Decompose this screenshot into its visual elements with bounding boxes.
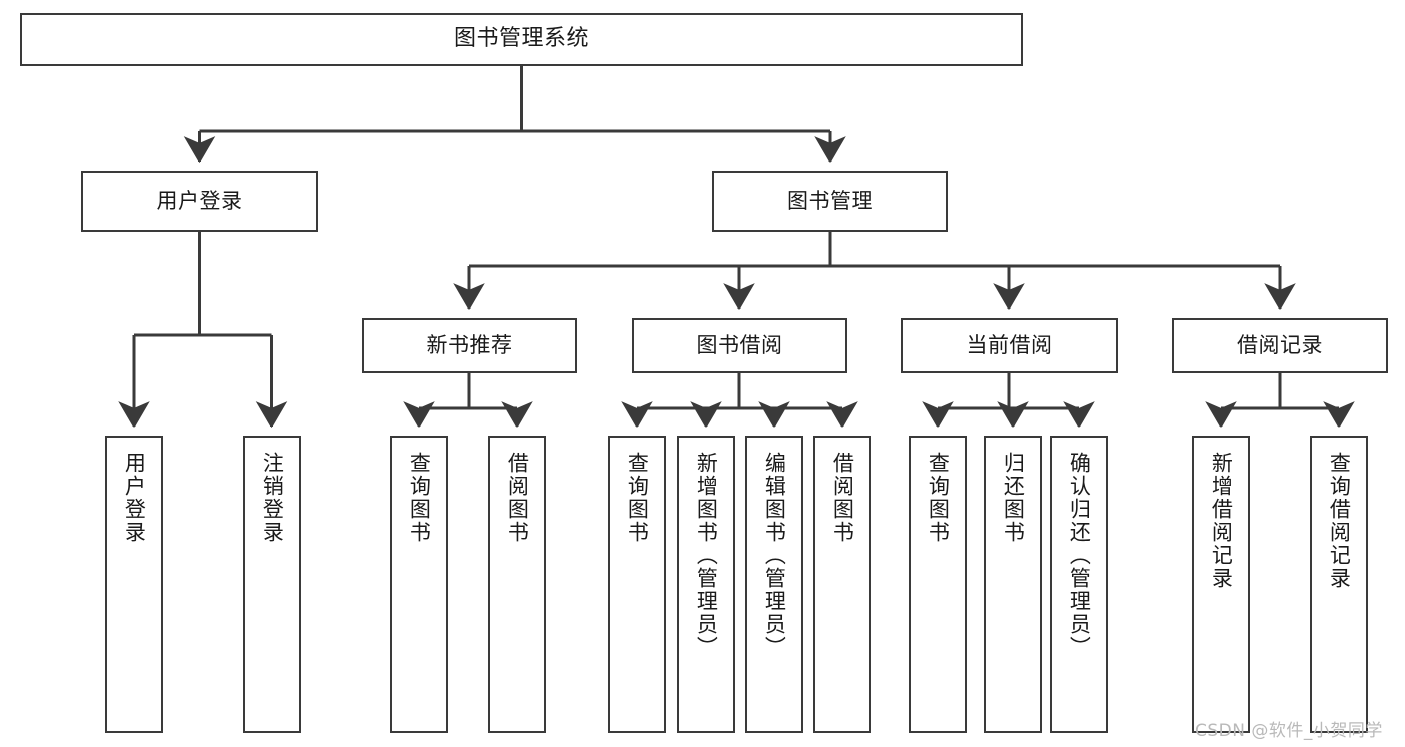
node-new-book-recommendation[interactable]: 新书推荐	[362, 318, 577, 373]
node-label: 查询图书	[926, 452, 951, 544]
node-label: 编辑图书（管理员）	[762, 452, 787, 659]
node-label: 图书借阅	[696, 332, 783, 357]
node-label: 归还图书	[1001, 452, 1026, 544]
node-leaf-add-borrow-record[interactable]: 新增借阅记录	[1192, 436, 1250, 733]
node-label: 查询图书	[625, 452, 650, 544]
node-leaf-edit-book-admin[interactable]: 编辑图书（管理员）	[745, 436, 803, 733]
node-label: 新书推荐	[426, 332, 513, 357]
node-leaf-return-books[interactable]: 归还图书	[984, 436, 1042, 733]
node-current-borrowing[interactable]: 当前借阅	[901, 318, 1118, 373]
csdn-watermark: CSDN @软件_小贺同学	[1195, 721, 1383, 741]
node-user-login[interactable]: 用户登录	[81, 171, 318, 232]
node-label: 图书管理系统	[453, 26, 589, 52]
node-leaf-borrow-books[interactable]: 借阅图书	[813, 436, 871, 733]
node-leaf-confirm-return-admin[interactable]: 确认归还（管理员）	[1050, 436, 1108, 733]
node-label: 查询借阅记录	[1327, 452, 1352, 590]
node-leaf-add-book-admin[interactable]: 新增图书（管理员）	[677, 436, 735, 733]
node-label: 注销登录	[260, 452, 285, 544]
node-root-book-management-system[interactable]: 图书管理系统	[20, 13, 1023, 66]
node-leaf-query-books-rec[interactable]: 查询图书	[390, 436, 448, 733]
node-label: 确认归还（管理员）	[1067, 452, 1092, 659]
node-book-borrowing[interactable]: 图书借阅	[632, 318, 847, 373]
node-label: 用户登录	[122, 452, 147, 544]
node-label: 新增借阅记录	[1209, 452, 1234, 590]
node-label: 查询图书	[407, 452, 432, 544]
node-leaf-query-books-borrow[interactable]: 查询图书	[608, 436, 666, 733]
node-leaf-borrow-books-rec[interactable]: 借阅图书	[488, 436, 546, 733]
node-label: 新增图书（管理员）	[694, 452, 719, 659]
node-label: 图书管理	[787, 188, 873, 213]
node-leaf-user-login[interactable]: 用户登录	[105, 436, 163, 733]
node-borrowing-record[interactable]: 借阅记录	[1172, 318, 1388, 373]
node-label: 当前借阅	[966, 332, 1053, 357]
node-leaf-query-books-current[interactable]: 查询图书	[909, 436, 967, 733]
node-leaf-query-borrow-record[interactable]: 查询借阅记录	[1310, 436, 1368, 733]
node-label: 借阅记录	[1237, 332, 1323, 357]
node-label: 用户登录	[156, 188, 243, 213]
node-label: 借阅图书	[830, 452, 855, 544]
node-book-management[interactable]: 图书管理	[712, 171, 948, 232]
node-label: 借阅图书	[505, 452, 530, 544]
node-leaf-logout[interactable]: 注销登录	[243, 436, 301, 733]
